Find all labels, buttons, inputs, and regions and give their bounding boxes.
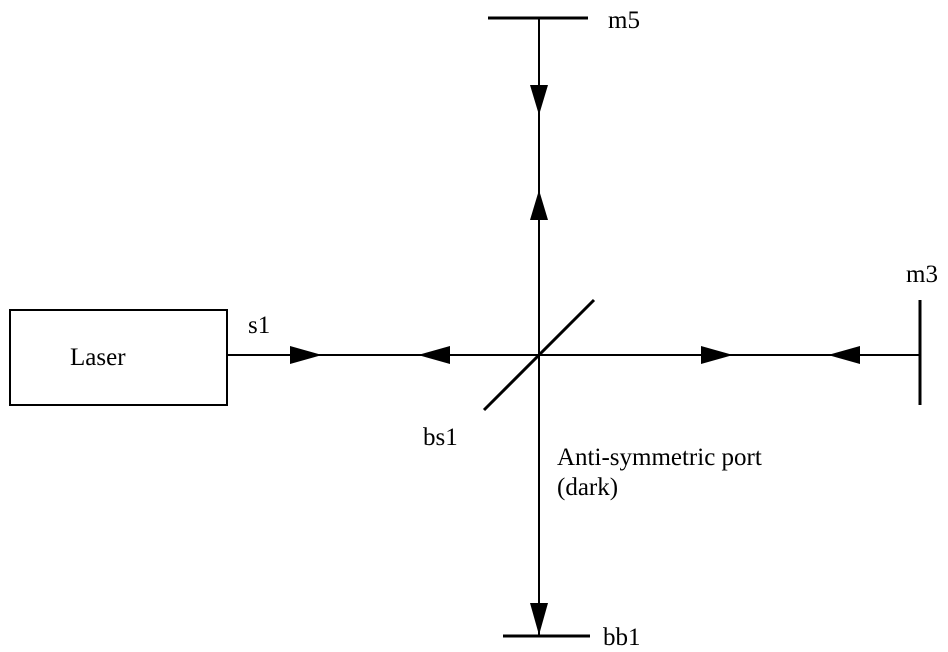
label-bb1: bb1 — [603, 624, 641, 651]
beamsplitter-bs1 — [482, 298, 596, 412]
label-s1: s1 — [248, 312, 270, 339]
arrow-up-icon — [530, 190, 548, 220]
laser-box — [9, 309, 228, 406]
arrow-left-icon — [418, 346, 450, 364]
arrow-down-icon — [530, 85, 548, 115]
label-m3: m3 — [906, 261, 938, 288]
arrow-down-icon — [530, 603, 548, 635]
port-label-line1: Anti-symmetric port — [557, 444, 762, 471]
port-label-line2: (dark) — [557, 474, 618, 501]
arrow-right-icon — [701, 346, 733, 364]
arrow-right-icon — [290, 346, 322, 364]
laser-label: Laser — [70, 344, 126, 371]
label-bs1: bs1 — [423, 424, 458, 451]
arrow-left-icon — [828, 346, 860, 364]
label-m5: m5 — [608, 7, 640, 34]
